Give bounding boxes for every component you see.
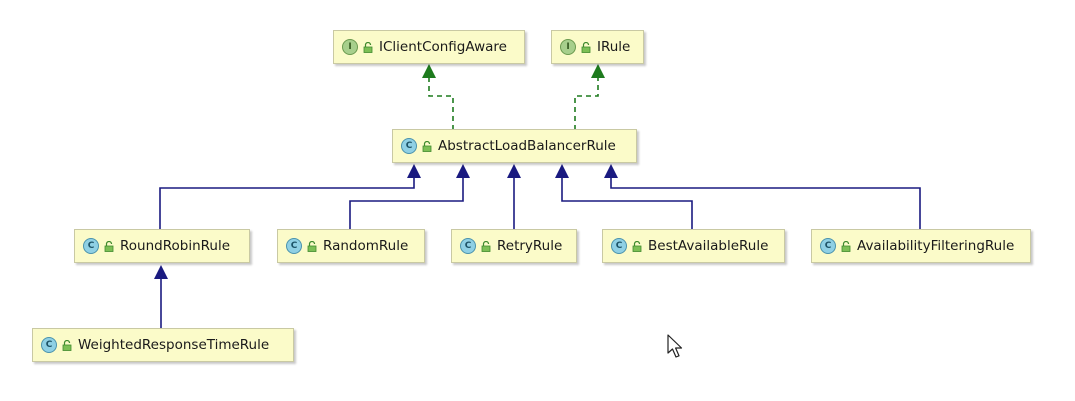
class-badge-icon: C <box>83 238 99 254</box>
class-badge-icon: C <box>820 238 836 254</box>
arrowhead <box>154 265 168 279</box>
node-label: IRule <box>597 39 631 55</box>
node-bestavailablerule[interactable]: C BestAvailableRule <box>602 229 785 263</box>
node-availabilityfilteringrule[interactable]: C AvailabilityFilteringRule <box>811 229 1031 263</box>
mouse-pointer-icon <box>667 334 683 358</box>
arrowhead <box>407 164 421 178</box>
edge-extends-availabilityfilteringrule <box>604 164 921 229</box>
public-lock-icon <box>307 240 317 252</box>
node-iclientconfigaware[interactable]: I IClientConfigAware <box>333 30 525 64</box>
node-label: WeightedResponseTimeRule <box>78 337 270 353</box>
interface-badge-icon: I <box>342 39 358 55</box>
public-lock-icon <box>841 240 851 252</box>
node-label: RetryRule <box>497 238 563 254</box>
arrowhead <box>591 64 605 78</box>
class-badge-icon: C <box>41 337 57 353</box>
public-lock-icon <box>422 140 432 152</box>
public-lock-icon <box>581 41 591 53</box>
node-label: RoundRobinRule <box>120 238 231 254</box>
node-label: AvailabilityFilteringRule <box>857 238 1015 254</box>
arrowhead <box>604 164 618 178</box>
node-label: AbstractLoadBalancerRule <box>438 138 616 154</box>
edge-extends-bestavailablerule <box>555 164 693 229</box>
node-label: BestAvailableRule <box>648 238 769 254</box>
arrowhead <box>507 164 521 178</box>
node-label: IClientConfigAware <box>379 39 507 55</box>
edge-extends-retryrule <box>507 164 521 229</box>
node-irule[interactable]: I IRule <box>551 30 644 64</box>
interface-badge-icon: I <box>560 39 576 55</box>
edge-implements-iclientconfigaware <box>422 64 454 130</box>
node-roundrobinrule[interactable]: C RoundRobinRule <box>74 229 250 263</box>
node-weightedresponsetimerule[interactable]: C WeightedResponseTimeRule <box>32 328 294 362</box>
edge-extends-weightedresponsetimerule <box>154 265 168 328</box>
public-lock-icon <box>481 240 491 252</box>
arrowhead <box>456 164 470 178</box>
node-retryrule[interactable]: C RetryRule <box>451 229 577 263</box>
public-lock-icon <box>632 240 642 252</box>
class-badge-icon: C <box>611 238 627 254</box>
public-lock-icon <box>363 41 373 53</box>
public-lock-icon <box>62 339 72 351</box>
public-lock-icon <box>104 240 114 252</box>
arrowhead <box>422 64 436 78</box>
edge-implements-irule <box>574 64 605 130</box>
node-abstractloadbalancerrule[interactable]: C AbstractLoadBalancerRule <box>392 129 637 163</box>
class-badge-icon: C <box>286 238 302 254</box>
node-randomrule[interactable]: C RandomRule <box>277 229 425 263</box>
class-badge-icon: C <box>401 138 417 154</box>
arrowhead <box>555 164 569 178</box>
class-badge-icon: C <box>460 238 476 254</box>
edge-extends-randomrule <box>349 164 470 229</box>
node-label: RandomRule <box>323 238 409 254</box>
edge-extends-roundrobinrule <box>159 164 421 229</box>
